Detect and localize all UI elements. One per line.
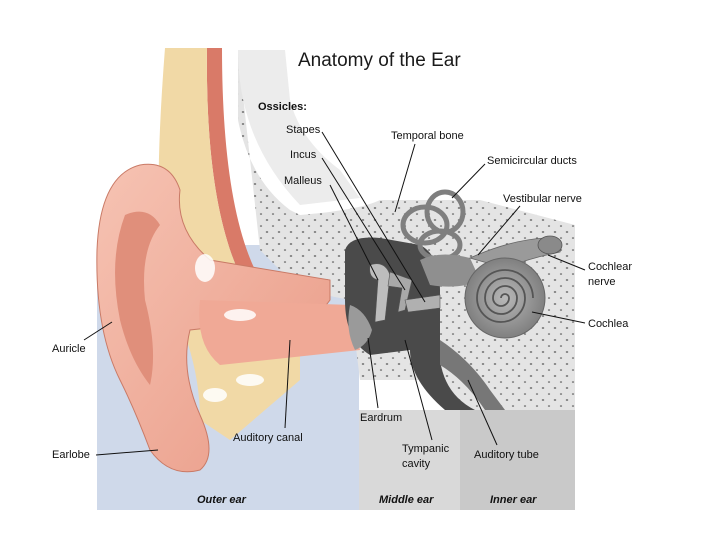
section-outer-ear: Outer ear [197,494,247,506]
cartilage-accent [224,309,256,321]
label-temporal-bone: Temporal bone [391,130,464,142]
nerve-end [538,236,562,254]
label-cochlea: Cochlea [588,318,629,330]
cartilage-accent [236,374,264,386]
cartilage-accent [195,254,215,282]
label-earlobe: Earlobe [52,449,90,461]
label-cochlear-nerve-line1: Cochlear [588,261,632,273]
section-inner-ear: Inner ear [490,494,537,506]
cochlea-shape [465,258,545,338]
label-tympanic-cavity-line2: cavity [402,458,431,470]
cartilage-accent [203,388,227,402]
label-eardrum: Eardrum [360,412,402,424]
section-middle-ear: Middle ear [379,494,434,506]
label-auricle: Auricle [52,343,86,355]
label-malleus: Malleus [284,175,322,187]
label-vestibular-nerve: Vestibular nerve [503,193,582,205]
ossicles-heading: Ossicles: [258,101,307,113]
diagram-title: Anatomy of the Ear [298,50,461,71]
label-incus: Incus [290,149,317,161]
label-stapes: Stapes [286,124,321,136]
label-auditory-tube: Auditory tube [474,449,539,461]
leader-semicircular-ducts [452,164,485,198]
label-cochlear-nerve-line2: nerve [588,276,616,288]
label-semicircular-ducts: Semicircular ducts [487,155,577,167]
label-auditory-canal: Auditory canal [233,432,303,444]
label-tympanic-cavity-line1: Tympanic [402,443,450,455]
